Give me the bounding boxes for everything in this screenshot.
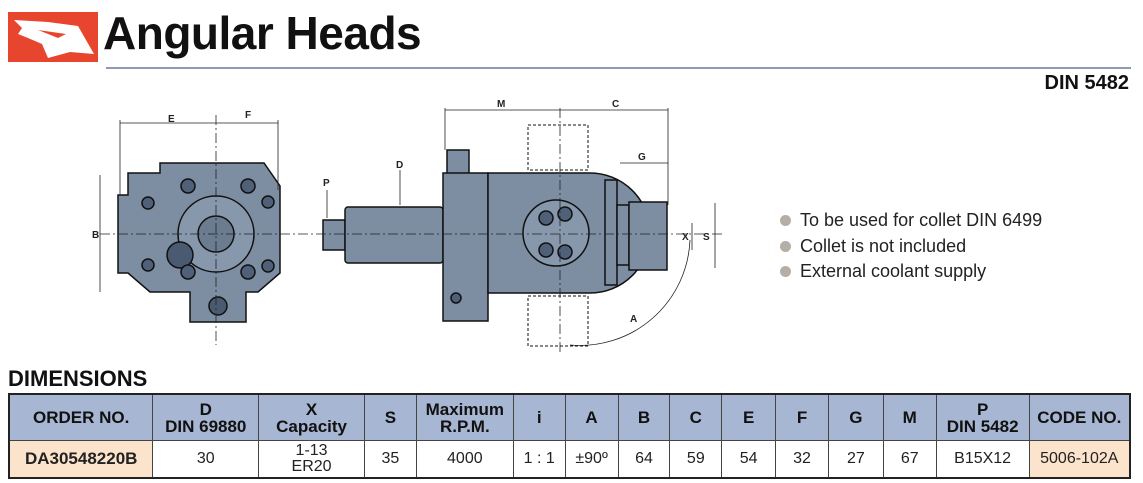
- table-cell: ±90º: [564, 440, 619, 479]
- dim-label-p: P: [323, 178, 330, 189]
- header-text: R.P.M.: [439, 416, 490, 436]
- column-header: A: [564, 393, 619, 441]
- header-text: C: [689, 408, 702, 427]
- cell-text: 4000: [447, 450, 483, 467]
- front-view: [117, 162, 281, 323]
- column-header: ORDER NO.: [8, 393, 154, 441]
- cell-text: 32: [793, 450, 811, 467]
- table-cell: 54: [721, 440, 777, 479]
- note-item: External coolant supply: [780, 259, 1042, 285]
- header-text: i: [536, 408, 542, 427]
- header-text: CODE NO.: [1037, 408, 1122, 427]
- table-cell: DA30548220B: [8, 440, 154, 479]
- column-header: E: [721, 393, 777, 441]
- table-cell: 35: [364, 440, 417, 479]
- dim-label-b: B: [92, 230, 99, 241]
- table-cell: B15X12: [935, 440, 1030, 479]
- dim-label-d: D: [396, 160, 403, 171]
- cell-text: 5006-102A: [1040, 450, 1119, 467]
- table-cell: 4000: [415, 440, 514, 479]
- dim-label-m: M: [497, 99, 505, 110]
- cell-text: 27: [847, 450, 865, 467]
- dimensions-heading: DIMENSIONS: [8, 366, 148, 391]
- table-cell: 64: [617, 440, 671, 479]
- note-item: Collet is not included: [780, 234, 1042, 260]
- dim-label-f: F: [245, 110, 251, 121]
- standard-label: DIN 5482: [1044, 72, 1130, 94]
- cell-text: ±90º: [575, 450, 608, 467]
- column-header: B: [617, 393, 671, 441]
- header-text: G: [849, 408, 863, 427]
- header-text: P: [976, 399, 989, 419]
- bullet-icon: [780, 215, 791, 227]
- cell-text: DA30548220B: [24, 449, 138, 468]
- header-text: X: [305, 399, 318, 419]
- header-text: A: [585, 408, 598, 427]
- table-cell: 30: [152, 440, 260, 479]
- title-underline: [106, 67, 1131, 69]
- cell-text: 67: [900, 450, 919, 467]
- cell-text: 1 : 1: [523, 450, 555, 467]
- swivel-outline: [527, 124, 589, 347]
- dim-label-e: E: [168, 114, 175, 125]
- header-text: Maximum: [425, 399, 505, 419]
- cell-text: 64: [635, 450, 653, 467]
- table-cell: 5006-102A: [1028, 440, 1131, 479]
- cell-text: 54: [739, 450, 758, 467]
- header-text: M: [902, 408, 917, 427]
- header-text: S: [384, 408, 397, 427]
- dim-label-g: G: [638, 152, 646, 163]
- header-text: F: [796, 408, 808, 427]
- dim-label-c: C: [612, 99, 619, 110]
- dimension-lines: [99, 108, 725, 355]
- brand-logo: [8, 12, 98, 62]
- note-item: To be used for collet DIN 6499: [780, 208, 1042, 234]
- cell-text: 35: [381, 450, 400, 467]
- header-text: ORDER NO.: [33, 408, 130, 427]
- column-header: S: [364, 393, 417, 441]
- header-text: D: [199, 399, 212, 419]
- header-text: DIN 5482: [946, 416, 1019, 436]
- column-header: CODE NO.: [1028, 393, 1131, 441]
- table-cell: 27: [827, 440, 884, 479]
- technical-drawing: E F B P D M C G S X A: [92, 99, 725, 355]
- dim-label-s: S: [703, 232, 710, 243]
- side-view: [322, 149, 668, 322]
- dim-label-x: X: [682, 232, 689, 243]
- table-cell: 67: [882, 440, 937, 479]
- column-header: G: [827, 393, 884, 441]
- column-header: F: [775, 393, 829, 441]
- cell-text: B15X12: [954, 450, 1012, 467]
- header-text: B: [637, 408, 651, 427]
- cell-text: ER20: [291, 458, 332, 475]
- bullet-icon: [780, 240, 791, 252]
- feature-notes: To be used for collet DIN 6499 Collet is…: [780, 208, 1042, 285]
- header-text: DIN 69880: [165, 416, 247, 436]
- page-title: Angular Heads: [103, 7, 422, 59]
- cell-text: 1-13: [295, 442, 328, 459]
- column-header: M: [882, 393, 937, 441]
- cell-text: 59: [686, 450, 705, 467]
- table-cell: 59: [669, 440, 723, 479]
- dim-label-a: A: [630, 314, 637, 325]
- header-text: E: [743, 408, 755, 427]
- table-cell: 32: [775, 440, 829, 479]
- column-header: i: [512, 393, 566, 441]
- column-header: C: [669, 393, 723, 441]
- table-cell: 1 : 1: [512, 440, 566, 479]
- bullet-icon: [780, 266, 791, 278]
- header-text: Capacity: [276, 416, 347, 436]
- cell-text: 30: [196, 450, 215, 467]
